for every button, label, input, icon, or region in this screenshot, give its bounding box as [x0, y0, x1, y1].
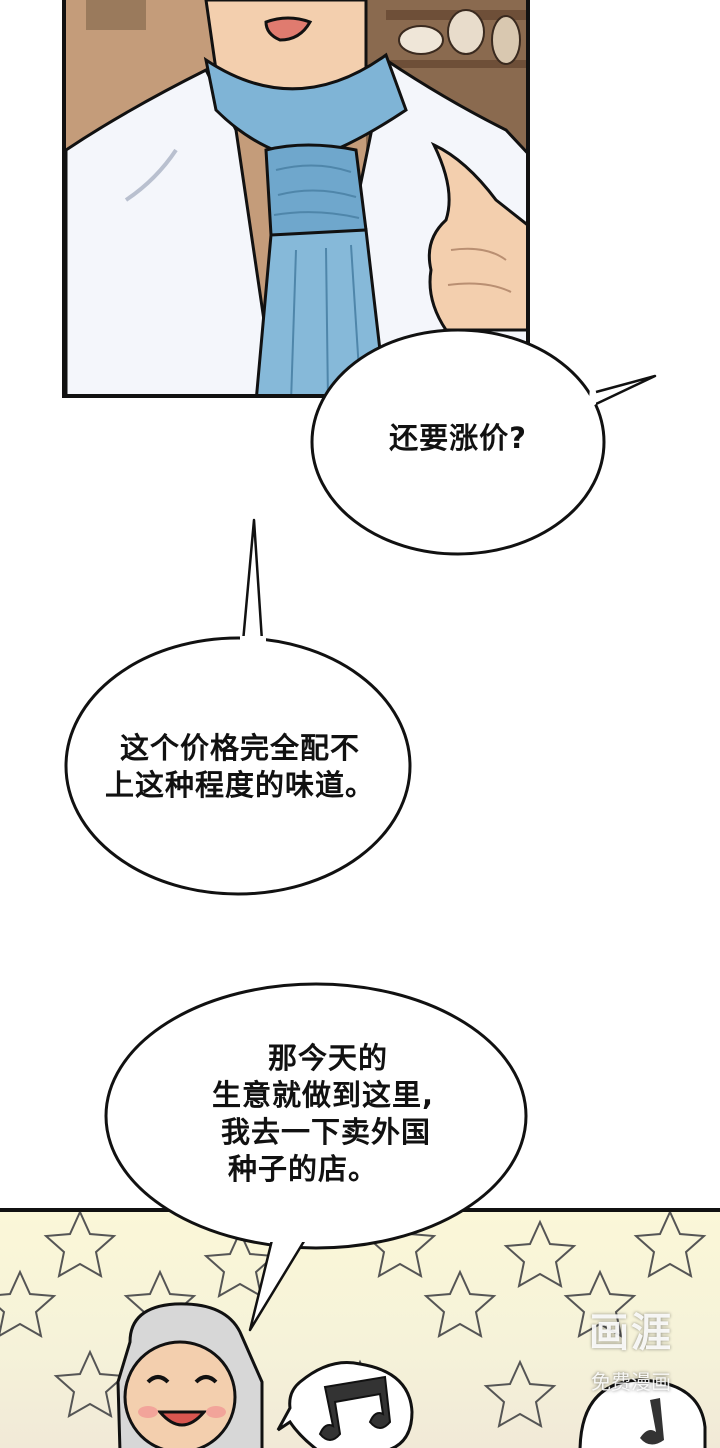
character-illustration-bottom — [0, 1212, 707, 1448]
speech-text-3: 那今天的 生意就做到这里, 我去一下卖外国 种子的店。 — [178, 1040, 468, 1188]
watermark-logo: 画涯 — [589, 1310, 673, 1356]
watermark: 画涯 免费漫画 — [556, 1300, 706, 1410]
speech-line: 上这种程度的味道。 — [104, 768, 375, 802]
speech-line: 那今天的 — [267, 1041, 388, 1075]
speech-text-1: 还要涨价? — [368, 420, 548, 457]
watermark-subtitle: 免费漫画 — [591, 1370, 671, 1394]
speech-line: 这个价格完全配不 — [119, 731, 360, 765]
music-note-bubble-right — [578, 1378, 707, 1448]
speech-line: 种子的店。 — [228, 1152, 379, 1186]
old-man-figure — [116, 1302, 264, 1448]
speech-text-2: 这个价格完全配不 上这种程度的味道。 — [90, 730, 390, 804]
speech-line: 还要涨价? — [389, 421, 527, 455]
music-note-icon — [640, 1398, 664, 1445]
speech-bubble-2 — [64, 518, 412, 896]
speech-line: 我去一下卖外国 — [220, 1115, 431, 1149]
comic-panel-top — [62, 0, 530, 398]
character-illustration-top — [66, 0, 526, 394]
comic-panel-bottom — [0, 1208, 720, 1448]
music-note-bubble — [276, 1360, 414, 1448]
speech-line: 生意就做到这里, — [211, 1078, 435, 1112]
